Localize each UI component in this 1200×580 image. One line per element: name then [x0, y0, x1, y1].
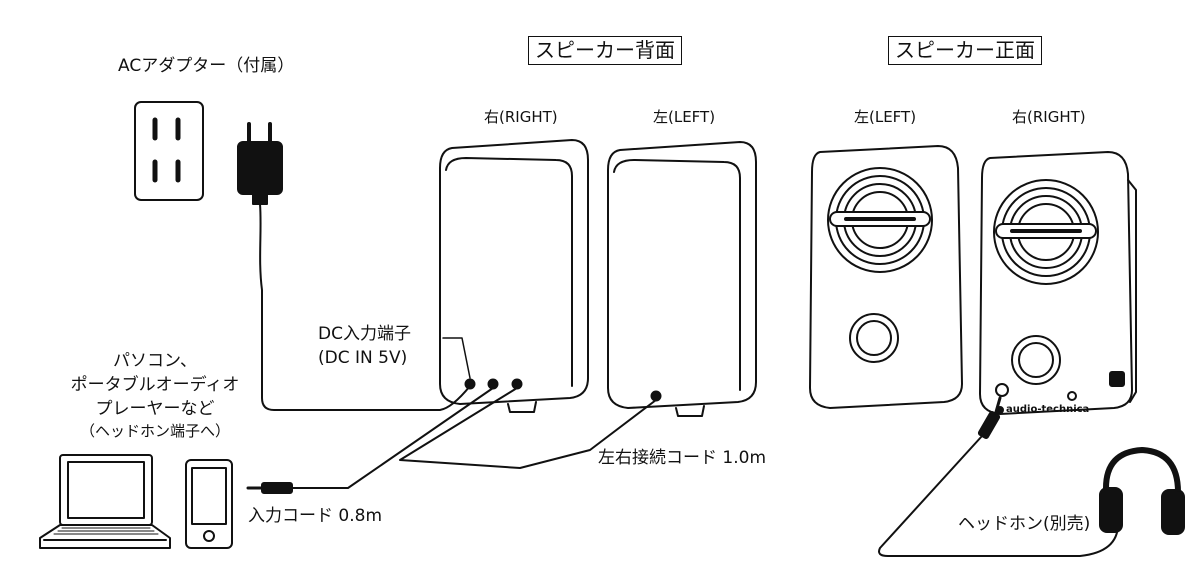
rear-right-speaker-icon: [439, 139, 589, 413]
wall-outlet-icon: [134, 101, 204, 201]
source-device-line3: プレーヤーなど: [95, 399, 215, 419]
front-view-title: スピーカー正面: [888, 36, 1042, 65]
front-right-speaker-icon: [979, 151, 1137, 415]
input-cord: [246, 387, 494, 494]
portable-player-icon: [185, 459, 233, 549]
lr-cord-label: 左右接続コード 1.0m: [598, 448, 766, 468]
source-device-line1: パソコン、: [113, 351, 197, 371]
rear-left-label: 左(LEFT): [653, 108, 716, 126]
input-cord-label: 入力コード 0.8m: [248, 506, 382, 526]
dc-input-label: DC入力端子: [318, 324, 411, 344]
front-left-label: 左(LEFT): [854, 108, 917, 126]
headphones-label: ヘッドホン(別売): [958, 514, 1091, 534]
source-device-line2: ポータブルオーディオ: [70, 375, 240, 395]
ac-adapter-icon: [237, 122, 471, 411]
rear-right-label: 右(RIGHT): [484, 108, 558, 126]
source-device-line4: （ヘッドホン端子へ）: [79, 422, 230, 440]
brand-logo-text: audio-technica: [1006, 404, 1090, 415]
dc-input-spec-label: (DC IN 5V): [318, 348, 408, 368]
lr-connecting-cord: [399, 387, 657, 469]
rear-left-speaker-icon: [607, 141, 757, 417]
headphones-icon: [1099, 447, 1185, 535]
dc-input-leader-line: [442, 337, 471, 379]
laptop-icon: [39, 454, 171, 549]
rear-view-title: スピーカー背面: [528, 36, 682, 65]
front-left-speaker-icon: [809, 145, 963, 409]
ac-adapter-label: ACアダプター（付属）: [118, 56, 295, 76]
headphone-cord: [878, 396, 1119, 557]
front-right-label: 右(RIGHT): [1012, 108, 1086, 126]
